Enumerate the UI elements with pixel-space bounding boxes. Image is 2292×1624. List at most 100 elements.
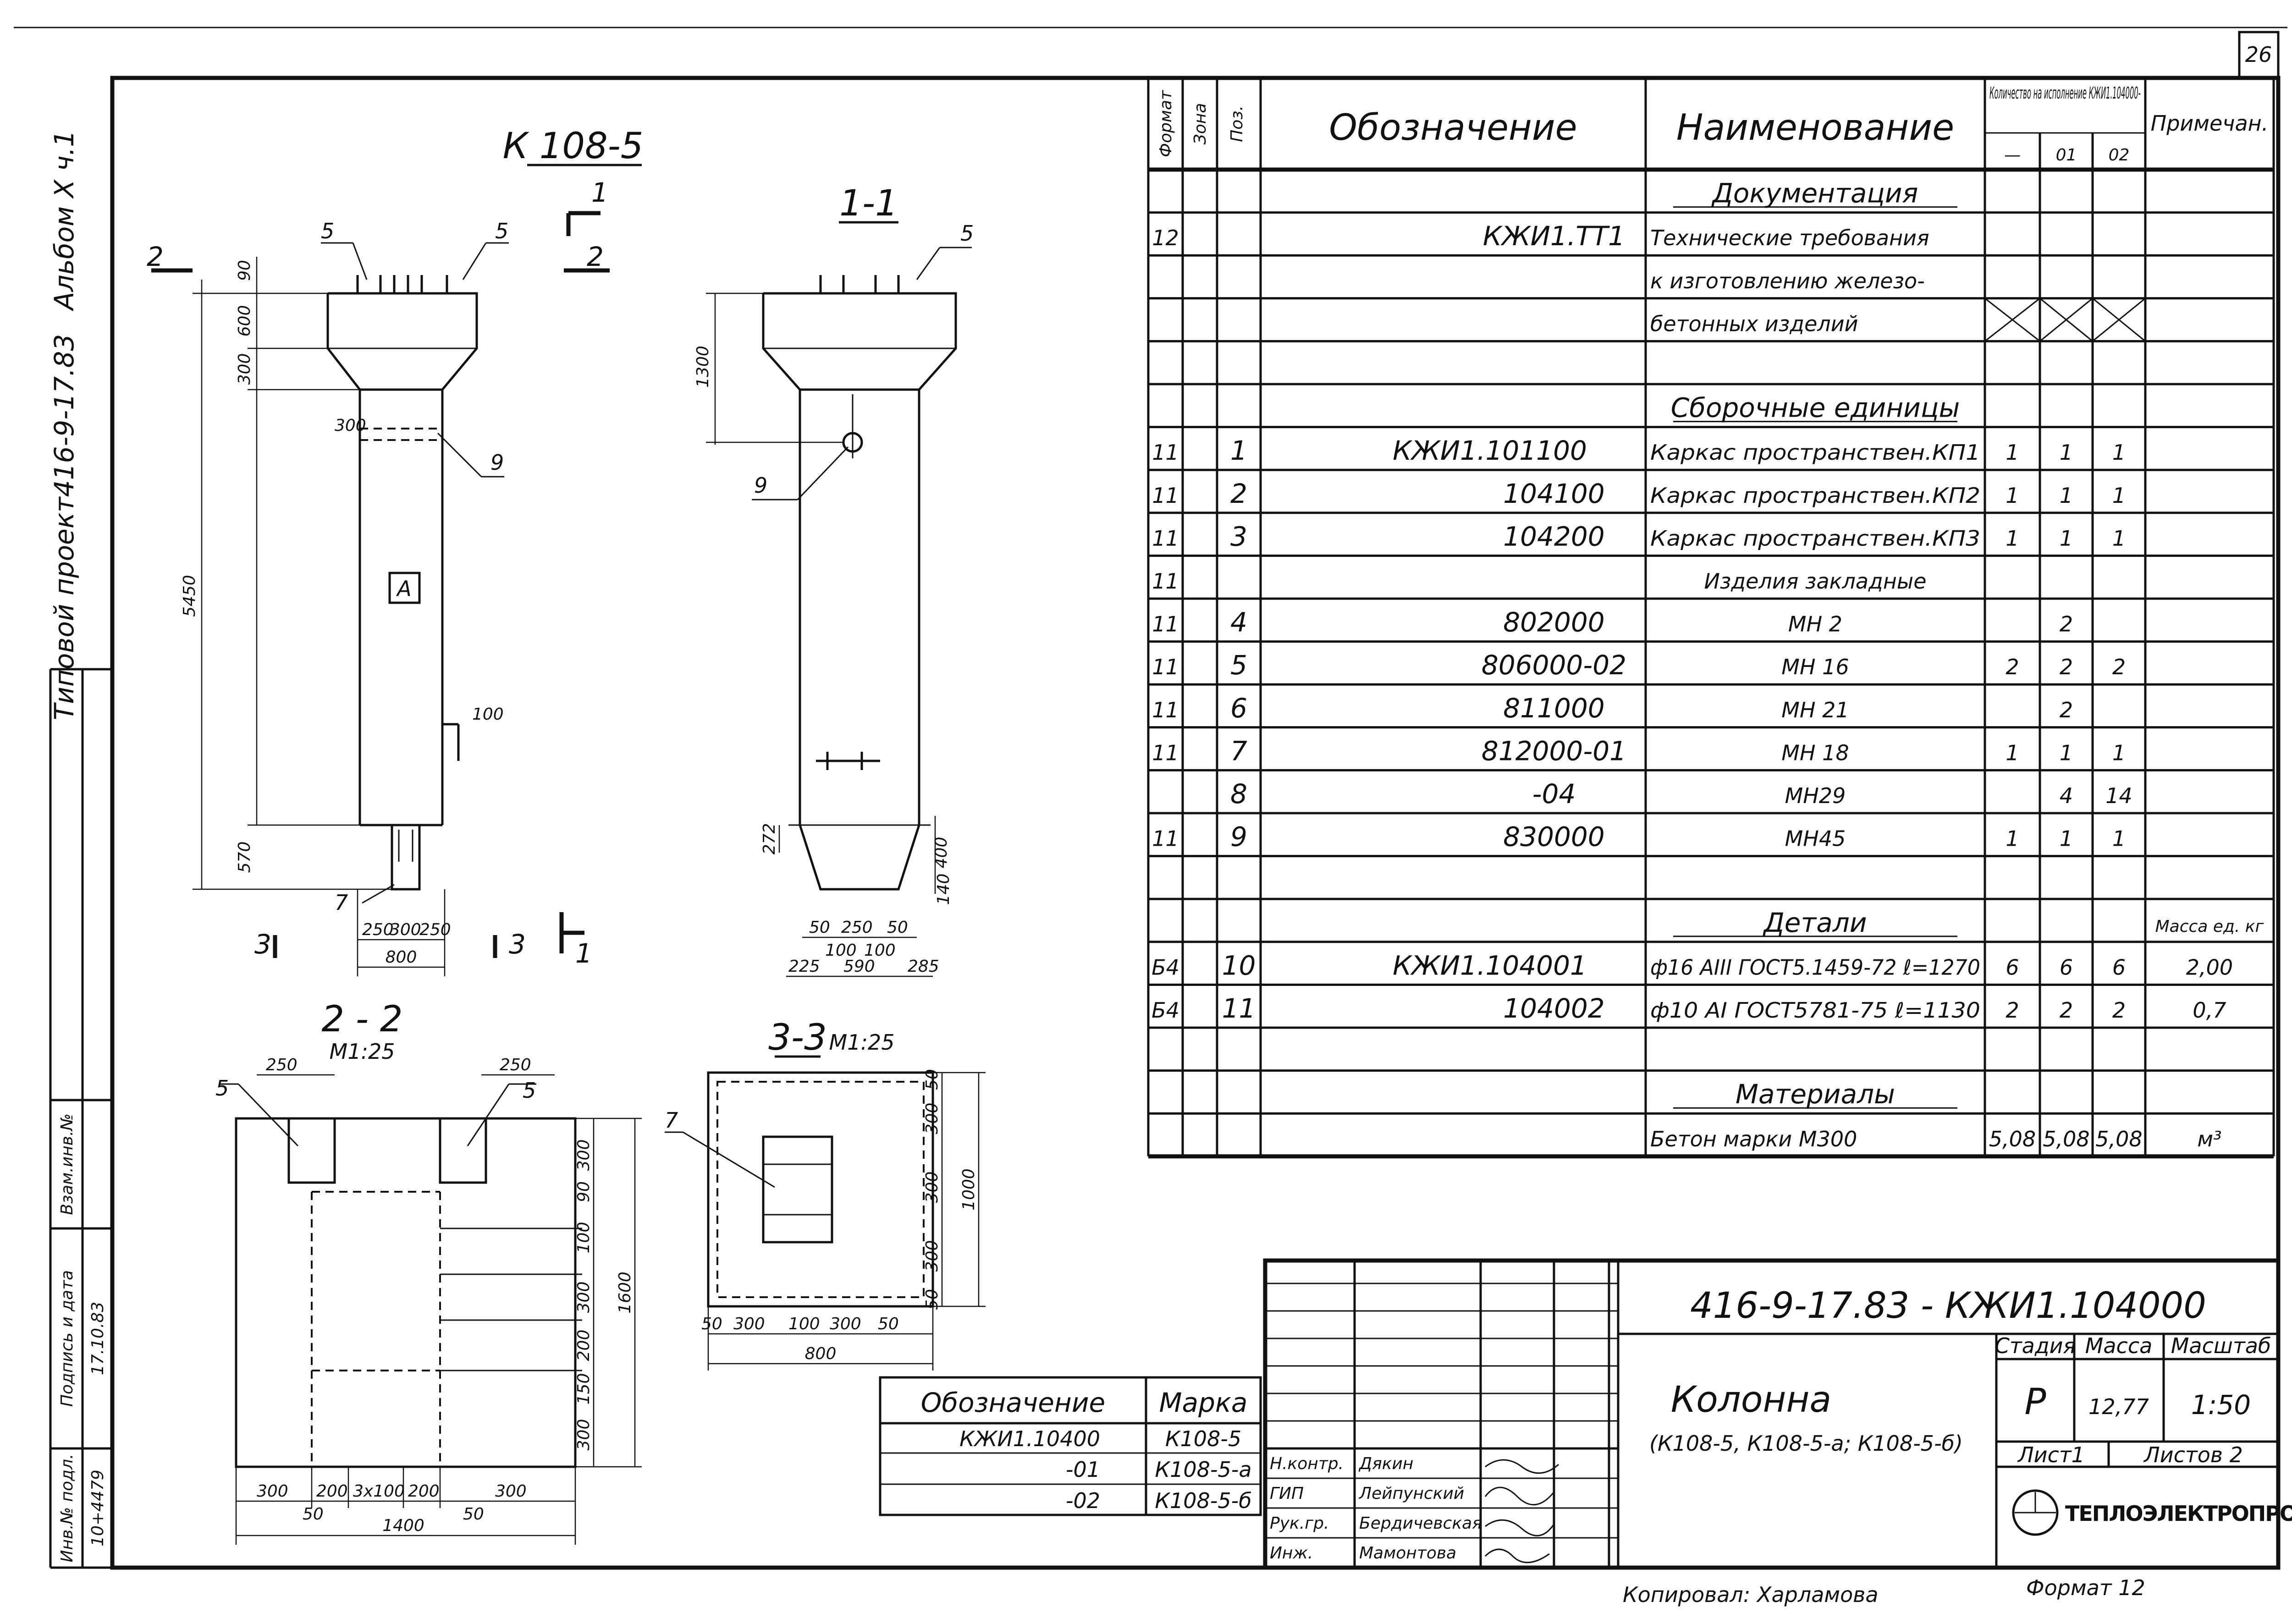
spec-row-name: ф10 АI ГОСТ5781-75 ℓ=1130 — [1650, 998, 1980, 1023]
s2-dim-h3x100: 3х100 — [353, 1482, 405, 1501]
spec-header-note: Примечан. — [2151, 111, 2269, 136]
spec-row-name: МН 18 — [1781, 740, 1849, 765]
spec-row-qty-2: 1 — [2112, 483, 2126, 508]
s1-dim-50a: 50 — [809, 918, 830, 937]
spec-row-name: МН 16 — [1781, 655, 1849, 679]
s2-callout-5a: 5 — [215, 1076, 229, 1101]
spec-header-pos: Поз. — [1228, 105, 1246, 142]
s2-dim-v90: 90 — [574, 1181, 593, 1202]
spec-header-qty: Количество на исполнение КЖИ1.104000- — [1989, 84, 2141, 103]
variant-1-mark: К108-5-а — [1155, 1457, 1251, 1482]
cut-mark-2-left: 2 — [147, 241, 164, 272]
s2-dim-h200b: 200 — [408, 1482, 440, 1501]
cut-mark-2-right: 2 — [587, 241, 604, 272]
spec-row-qty-1: 6 — [2060, 955, 2073, 980]
spec-header-qty-sub-1: 01 — [2056, 146, 2077, 165]
tb-stage: Р — [2024, 1382, 2046, 1423]
spec-row-designation: 806000-02 — [1482, 650, 1626, 681]
s2-dim-v1600: 1600 — [616, 1272, 634, 1314]
page-number-box — [2238, 31, 2280, 79]
title-block: Н.контр. Дякин ГИП Лейпунский Рук.гр. Бе… — [1263, 1258, 2292, 1607]
spec-section-heading: Материалы — [1736, 1079, 1895, 1110]
spec-row-name: Технические требования — [1650, 226, 1929, 250]
section-3-3: 3-3 М1:25 7 50 300 300 300 50 1000 50 30… — [665, 1017, 986, 1371]
spec-cross-line — [1984, 297, 2040, 342]
spec-row-qty-1: 1 — [2060, 740, 2073, 765]
s1-callout-5: 5 — [960, 221, 974, 246]
s2-dim-v100: 100 — [574, 1222, 593, 1254]
s2-dim-v300b: 300 — [574, 1282, 593, 1313]
dim-front-h-top: 600 — [235, 305, 254, 337]
cut-mark-3-right: 3 — [509, 929, 526, 960]
spec-row-format: 11 — [1152, 826, 1179, 851]
tb-mass-label: Масса — [2085, 1333, 2153, 1358]
tb-person-0: Дякин — [1358, 1454, 1413, 1473]
s1-callout-9: 9 — [754, 473, 767, 498]
spec-header-name: Наименование — [1676, 107, 1954, 149]
spec-row-pos: 6 — [1230, 693, 1247, 724]
spec-row-note: Масса ед. кг — [2155, 917, 2264, 936]
front-callout-5a: 5 — [321, 219, 334, 243]
spec-row-pos: 9 — [1230, 821, 1247, 853]
s1-dim-590: 590 — [843, 957, 875, 976]
page-number: 26 — [2245, 42, 2272, 67]
spec-row-qty-0: 2 — [2006, 655, 2019, 679]
spec-row-format: 11 — [1152, 483, 1179, 508]
side-album: Альбом X ч.1 — [49, 130, 80, 312]
spec-row-qty-1: 2 — [2060, 998, 2073, 1023]
front-callout-5b: 5 — [495, 219, 508, 243]
spec-row-format: 11 — [1152, 612, 1179, 637]
side-sign-label: Подпись и дата — [58, 1270, 77, 1407]
variant-2-des: -02 — [1066, 1488, 1100, 1513]
spec-row-qty-1: 1 — [2060, 526, 2073, 551]
section-1-title: 1-1 — [839, 183, 898, 224]
spec-row-pos: 11 — [1222, 993, 1256, 1024]
cut-mark-1-bottom: 1 — [575, 938, 592, 969]
s1-dim-100a: 100 — [825, 941, 857, 960]
s3-dim-v300a: 300 — [923, 1103, 942, 1134]
variants-header-designation: Обозначение — [921, 1387, 1105, 1418]
s3-dim-h100: 100 — [788, 1315, 820, 1333]
spec-row-name: к изготовлению железо- — [1650, 269, 1925, 293]
tb-name: Колонна — [1671, 1379, 1831, 1420]
dim-front-b800: 800 — [386, 948, 417, 967]
s2-dim-h50a: 50 — [303, 1505, 324, 1524]
spec-row-qty-2: 14 — [2105, 783, 2132, 808]
dim-front-b300: 300 — [390, 920, 421, 939]
dim-front-h-haunch: 300 — [235, 353, 254, 385]
s2-dim-h300a: 300 — [257, 1482, 288, 1501]
tb-role-1: ГИП — [1270, 1484, 1304, 1503]
section-2-title: 2 - 2 — [322, 999, 403, 1040]
tb-org: ТЕПЛОЭЛЕКТРОПРОЕКТ — [2065, 1501, 2292, 1526]
spec-row-qty-1: 2 — [2060, 698, 2073, 722]
s1-dim-250: 250 — [841, 918, 873, 937]
s3-dim-h300a: 300 — [733, 1315, 765, 1333]
tb-doc-code: 416-9-17.83 - КЖИ1.104000 — [1690, 1285, 2206, 1327]
view-label-a: А — [396, 576, 411, 601]
spec-row-pos: 1 — [1230, 435, 1247, 466]
spec-row-designation: 830000 — [1503, 821, 1604, 853]
spec-row-qty-2: 1 — [2112, 826, 2126, 851]
side-stamp: Альбом X ч.1 Типовой проект416-9-17.83 И… — [49, 130, 112, 1569]
spec-row-format: 11 — [1152, 698, 1179, 722]
s3-dim-v300c: 300 — [923, 1240, 942, 1272]
s3-dim-h300b: 300 — [830, 1315, 861, 1333]
s3-dim-v50a: 50 — [923, 1069, 942, 1090]
tb-role-2: Рук.гр. — [1270, 1514, 1329, 1533]
spec-row-pos: 5 — [1230, 650, 1247, 681]
signature-1 — [1484, 1486, 1555, 1506]
spec-row-name: МН29 — [1785, 783, 1846, 808]
spec-row-name: МН 2 — [1788, 612, 1842, 637]
spec-row-qty-2: 1 — [2112, 740, 2126, 765]
spec-cross-line — [2092, 297, 2146, 342]
front-callout-7: 7 — [335, 890, 348, 915]
tb-mass: 12,77 — [2088, 1394, 2149, 1419]
spec-row-name: Бетон марки М300 — [1650, 1127, 1857, 1151]
spec-row-pos: 7 — [1230, 735, 1247, 766]
front-callout-9: 9 — [490, 450, 504, 475]
spec-header-qty-sub-0: — — [2004, 146, 2021, 165]
tb-person-2: Бердичевская — [1359, 1514, 1482, 1533]
spec-header-zone: Зона — [1191, 103, 1210, 145]
dim-front-h-total: 5450 — [180, 575, 199, 617]
